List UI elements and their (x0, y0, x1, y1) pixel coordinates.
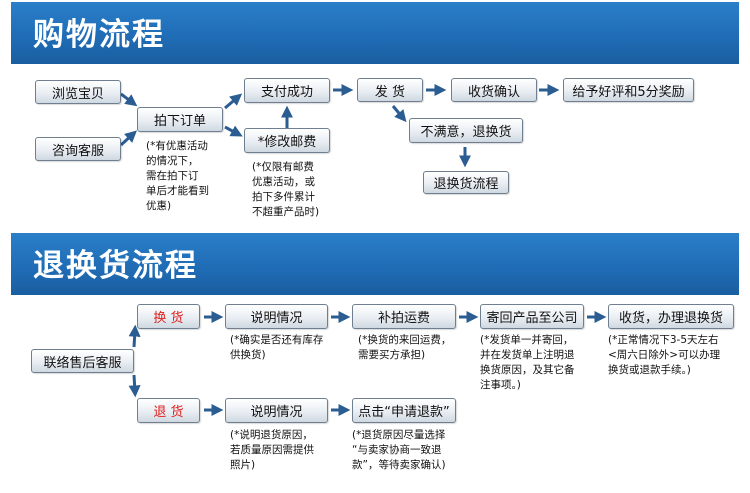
return-process-box[interactable]: 退换货流程 (423, 171, 509, 194)
returns-title: 退换货流程 (33, 248, 198, 284)
arrow-consult-order (119, 130, 137, 147)
arrow-contact-refund (128, 374, 141, 398)
explain-refund-box[interactable]: 说明情况 (225, 398, 328, 423)
arrow-browse-order (120, 92, 138, 107)
arrow-contact-exchange (128, 324, 141, 348)
arrow-order-pay (224, 93, 243, 110)
shopping-title: 购物流程 (33, 17, 165, 53)
edit-shipping-fee-box[interactable]: *修改邮费 (244, 128, 330, 153)
choose-reason-note: (*退货原因尽量选择 “与卖家协商一致退 款”，等待卖家确认) (352, 429, 446, 471)
repost-shipping-box[interactable]: 补拍运费 (352, 304, 456, 329)
stock-note: (*确实是否还有库存 供换货) (230, 334, 324, 361)
normal-time-note: (*正常情况下3-5天左右 <周六日除外>可以办理 换货或退款手续。) (608, 334, 721, 376)
explain-exchange-box[interactable]: 说明情况 (225, 304, 328, 329)
exchange-box[interactable]: 换 货 (137, 304, 200, 329)
promo-note: (*有优惠活动 的情况下， 需在拍下订 单后才能看到 优惠) (146, 140, 209, 212)
invoice-note: (*发货单一并寄回， 并在发货单上注明退 换货原因，及其它备 注事项。) (480, 334, 575, 391)
arrow-ship-unhappy (391, 105, 407, 123)
browse-item-box[interactable]: 浏览宝贝 (35, 80, 121, 104)
good-review-box[interactable]: 给予好评和5分奖励 (563, 78, 694, 102)
payment-success-box[interactable]: 支付成功 (244, 78, 330, 103)
returns-header: 退换货流程 (11, 233, 739, 295)
unsatisfied-return-box[interactable]: 不满意，退换货 (409, 118, 523, 143)
refund-box[interactable]: 退 货 (137, 398, 200, 423)
place-order-box[interactable]: 拍下订单 (137, 107, 223, 132)
receive-process-box[interactable]: 收货，办理退换货 (608, 304, 734, 329)
apply-refund-box[interactable]: 点击“申请退款” (352, 398, 456, 423)
confirm-receipt-box[interactable]: 收货确认 (451, 78, 537, 102)
arrow-order-edit (224, 125, 243, 137)
ship-goods-box[interactable]: 发 货 (357, 78, 423, 102)
shipping-note: (*换货的来回运费， 需要买方承担) (358, 334, 452, 361)
fee-note: (*仅限有邮费 优惠活动，或 拍下多件累计 不超重产品时) (252, 161, 320, 218)
consult-service-box[interactable]: 咨询客服 (35, 137, 121, 161)
send-back-box[interactable]: 寄回产品至公司 (480, 304, 584, 329)
reason-note: (*说明退货原因， 若质量原因需提供 照片) (230, 429, 314, 471)
contact-aftersales-box[interactable]: 联络售后客服 (31, 349, 134, 373)
shopping-header: 购物流程 (11, 2, 739, 64)
